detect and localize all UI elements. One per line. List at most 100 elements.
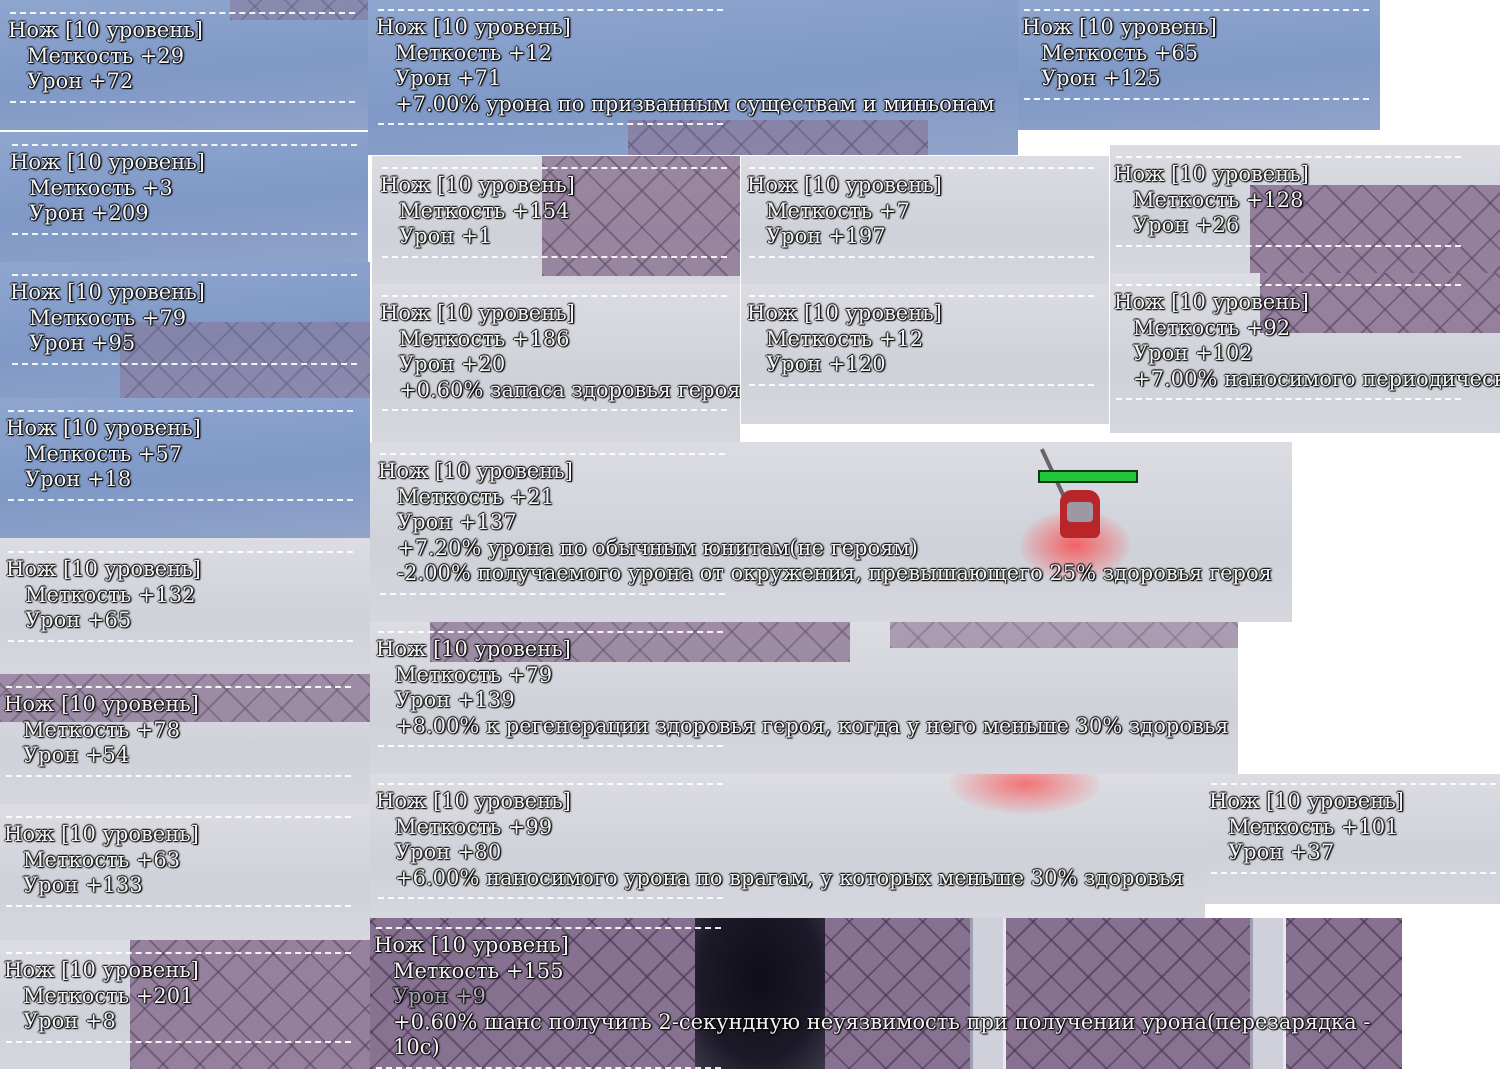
bonus-stat: +8.00% к регенерации здоровья героя, ког… <box>395 713 1229 738</box>
separator-line <box>12 274 357 276</box>
separator-line <box>12 144 357 146</box>
separator-line <box>378 631 723 633</box>
damage-stat: Урон +139 <box>395 688 515 713</box>
damage-stat: Урон +65 <box>25 608 132 633</box>
damage-stat: Урон +54 <box>23 743 130 768</box>
hero-unit-icon <box>1020 448 1140 580</box>
item-title: Нож [10 уровень] <box>4 958 199 982</box>
separator-line <box>6 816 351 818</box>
bonus-stat: -2.00% получаемого урона от окружения, п… <box>397 561 1272 586</box>
accuracy-stat: Меткость +92 <box>1133 315 1291 340</box>
health-bar-icon <box>1038 470 1138 483</box>
damage-stat: Урон +26 <box>1133 213 1240 238</box>
damage-stat: Урон +133 <box>23 873 143 898</box>
separator-line <box>382 167 727 169</box>
accuracy-stat: Меткость +132 <box>25 582 196 607</box>
separator-line <box>380 453 725 455</box>
damage-stat: Урон +18 <box>25 467 132 492</box>
item-title: Нож [10 уровень] <box>8 18 203 42</box>
damage-stat: Урон +20 <box>399 352 506 377</box>
separator-line <box>378 123 723 126</box>
separator-line <box>1116 284 1461 286</box>
item-title: Нож [10 уровень] <box>747 301 942 325</box>
accuracy-stat: Меткость +7 <box>766 198 910 223</box>
item-title: Нож [10 уровень] <box>376 15 571 39</box>
separator-line <box>749 295 1094 297</box>
accuracy-stat: Меткость +12 <box>395 40 553 65</box>
item-title: Нож [10 уровень] <box>4 822 199 846</box>
item-title: Нож [10 уровень] <box>376 637 571 661</box>
accuracy-stat: Меткость +79 <box>395 662 553 687</box>
accuracy-stat: Меткость +63 <box>23 847 181 872</box>
separator-line <box>378 745 723 748</box>
separator-line <box>6 774 351 777</box>
damage-stat: Урон +197 <box>766 224 886 249</box>
separator-line <box>10 100 355 103</box>
item-title: Нож [10 уровень] <box>380 301 575 325</box>
damage-stat: Урон +9 <box>393 984 486 1009</box>
damage-stat: Урон +95 <box>29 331 136 356</box>
separator-line <box>8 410 353 412</box>
separator-line <box>1211 783 1500 785</box>
item-title: Нож [10 уровень] <box>747 173 942 197</box>
accuracy-stat: Меткость +57 <box>25 441 183 466</box>
bonus-stat: +0.60% шанс получить 2-секундную неуязви… <box>393 1009 1371 1060</box>
damage-stat: Урон +71 <box>395 66 502 91</box>
separator-line <box>1116 398 1461 401</box>
separator-line <box>10 12 355 14</box>
damage-stat: Урон +209 <box>29 201 149 226</box>
damage-stat: Урон +37 <box>1228 840 1335 865</box>
accuracy-stat: Меткость +128 <box>1133 187 1304 212</box>
accuracy-stat: Меткость +21 <box>397 484 555 509</box>
accuracy-stat: Меткость +79 <box>29 305 187 330</box>
damage-stat: Урон +125 <box>1041 66 1161 91</box>
separator-line <box>6 952 351 954</box>
item-title: Нож [10 уровень] <box>10 280 205 304</box>
separator-line <box>378 9 723 11</box>
separator-line <box>382 295 727 297</box>
damage-stat: Урон +80 <box>395 840 502 865</box>
item-title: Нож [10 уровень] <box>6 416 201 440</box>
accuracy-stat: Меткость +155 <box>393 958 564 983</box>
separator-line <box>749 167 1094 169</box>
damage-stat: Урон +102 <box>1133 341 1253 366</box>
item-title: Нож [10 уровень] <box>1022 15 1217 39</box>
item-title: Нож [10 уровень] <box>376 789 571 813</box>
damage-stat: Урон +120 <box>766 352 886 377</box>
separator-line <box>382 409 727 412</box>
separator-line <box>1024 9 1369 11</box>
separator-line <box>378 897 723 900</box>
item-title: Нож [10 уровень] <box>4 692 199 716</box>
accuracy-stat: Меткость +99 <box>395 814 553 839</box>
separator-line <box>378 783 723 785</box>
item-title: Нож [10 уровень] <box>380 173 575 197</box>
accuracy-stat: Меткость +101 <box>1228 814 1399 839</box>
